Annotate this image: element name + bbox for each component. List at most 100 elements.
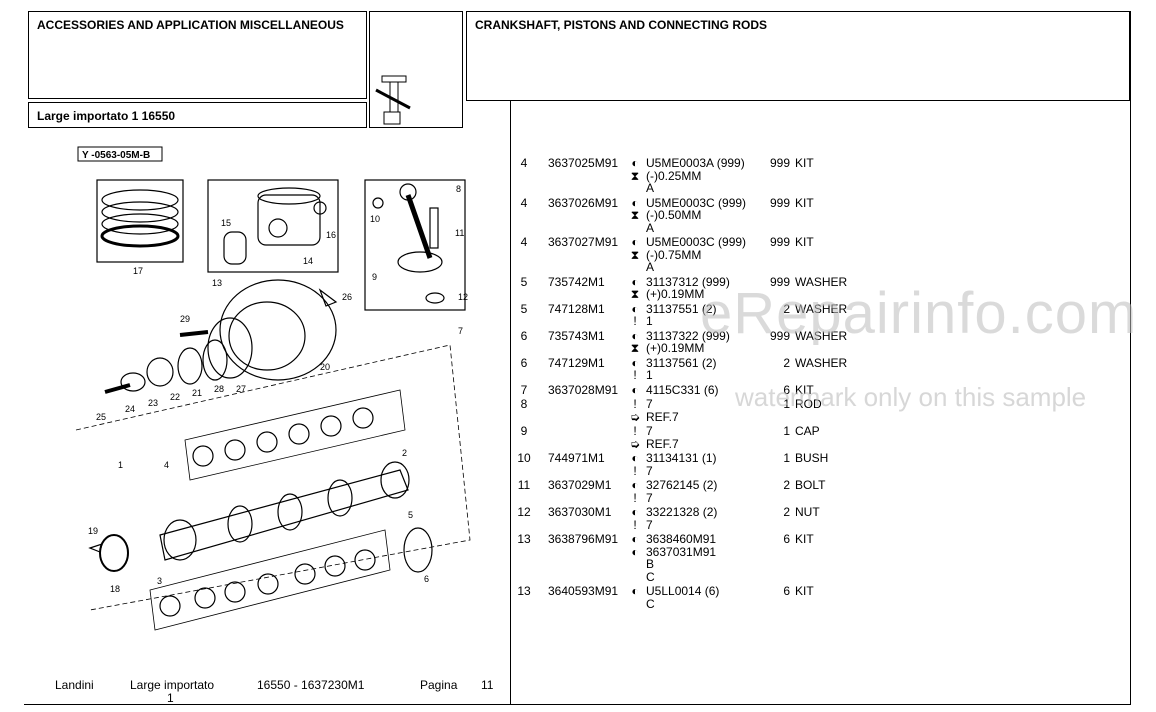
item-number: 6	[520, 355, 528, 370]
description: 31137561 (2)1	[646, 356, 754, 384]
symbol-column: !➭	[624, 425, 646, 452]
symbol-icon: ⧗	[630, 208, 640, 222]
callout-29: 29	[180, 314, 190, 324]
symbol-column: ◐⧗	[624, 157, 646, 197]
symbol-icon: !	[633, 397, 637, 411]
symbol-icon: ➭	[629, 436, 641, 451]
part-name: KIT	[795, 235, 814, 249]
quantity: 1	[783, 424, 790, 438]
symbol-icon: ◐	[631, 584, 639, 598]
description-line: A	[646, 260, 655, 274]
description-line: 31137322 (999)	[646, 328, 730, 343]
watermark-sub: watermark only on this sample	[735, 382, 1087, 412]
symbol-column: ◐◐	[624, 533, 646, 585]
watermark-main: eRepairinfo.com	[700, 281, 1138, 346]
callout-19: 19	[88, 526, 98, 536]
callout-20: 20	[320, 362, 330, 372]
item-number: 11	[517, 478, 531, 492]
symbol-icon: ◐	[631, 382, 639, 397]
callout-1: 1	[118, 460, 123, 470]
right-frame-line	[1130, 11, 1131, 704]
callout-6: 6	[424, 574, 429, 584]
quantity: 2	[783, 301, 790, 316]
quantity: 2	[783, 355, 790, 370]
item-number: 13	[517, 584, 531, 598]
description-line: 7	[646, 463, 653, 478]
symbol-icon: !	[633, 424, 637, 438]
description: 31137312 (999)(+)0.19MM	[646, 274, 754, 303]
quantity: 999	[769, 195, 790, 210]
description-line: 1	[646, 314, 653, 328]
description-line: 31137312 (999)	[646, 274, 730, 289]
description: 32762145 (2)7	[646, 479, 754, 506]
quantity: 6	[783, 584, 790, 598]
part-name: WASHER	[795, 301, 848, 316]
description: 31137322 (999)(+)0.19MM	[646, 328, 754, 357]
description-line: C	[646, 596, 655, 611]
part-number: 735742M1	[548, 274, 605, 289]
description-line: (-)0.50MM	[646, 208, 702, 222]
callout-15: 15	[221, 218, 231, 228]
part-name: WASHER	[795, 328, 848, 343]
subtitle-box: Large importato 1 16550	[28, 102, 367, 128]
item-number: 4	[520, 195, 528, 210]
symbol-column: ◐!	[624, 452, 646, 479]
callout-12: 12	[458, 292, 468, 302]
item-number: 4	[520, 235, 528, 249]
footer-page-num: 11	[481, 678, 494, 692]
description-line: (-)0.25MM	[646, 168, 702, 183]
callout-17: 17	[133, 266, 143, 276]
callout-16: 16	[326, 230, 336, 240]
description-line: REF.7	[646, 409, 679, 424]
callout-27: 27	[236, 384, 246, 394]
quantity: 999	[769, 156, 790, 170]
description: 31134131 (1)7	[646, 452, 754, 479]
part-name: WASHER	[795, 274, 848, 289]
quantity: 1	[783, 451, 790, 465]
part-number	[536, 425, 624, 452]
part-number	[536, 398, 624, 425]
part-number: 3637025M91	[548, 156, 619, 170]
symbol-icon: !	[633, 314, 637, 328]
symbol-icon: ◐	[631, 505, 639, 519]
divider-line	[510, 101, 511, 704]
symbol-column: ◐!	[624, 479, 646, 506]
part-number: 3638796M91	[548, 532, 619, 546]
symbol-icon: ⧗	[630, 168, 640, 183]
symbol-icon: ◐	[631, 478, 639, 492]
symbol-icon: ◐	[631, 451, 639, 465]
description-line: 3637031M91	[646, 544, 717, 559]
item-number: 7	[520, 382, 528, 397]
description: 4115C331 (6)	[646, 383, 754, 399]
quantity: 6	[783, 532, 790, 546]
symbol-column: ◐!	[624, 506, 646, 533]
callout-24: 24	[125, 404, 135, 414]
part-name: WASHER	[795, 355, 848, 370]
right-header-title: CRANKSHAFT, PISTONS AND CONNECTING RODS	[475, 18, 768, 32]
description-line: 7	[646, 517, 653, 532]
symbol-icon: ◐	[631, 301, 639, 316]
description-line: U5LL0014 (6)	[646, 584, 720, 598]
part-name: BOLT	[795, 478, 826, 492]
symbol-icon: ⧗	[630, 341, 640, 355]
part-name: KIT	[795, 532, 814, 546]
description-line: 32762145 (2)	[646, 478, 718, 492]
footer-page-label: Pagina	[420, 678, 458, 692]
callout-23: 23	[148, 398, 158, 408]
symbol-icon: ◐	[631, 355, 639, 370]
item-number: 5	[520, 274, 528, 289]
diagram-callouts: 17 15 14 16 13 10 8 11 9 12 7 26 29 20 2…	[88, 184, 468, 594]
diagram-ref-code: Y -0563-05M-B	[82, 150, 150, 161]
description-line: A	[646, 181, 655, 195]
symbol-icon: ◐	[631, 195, 639, 210]
symbol-icon: ◐	[631, 274, 639, 289]
symbol-icon: !	[633, 490, 637, 505]
